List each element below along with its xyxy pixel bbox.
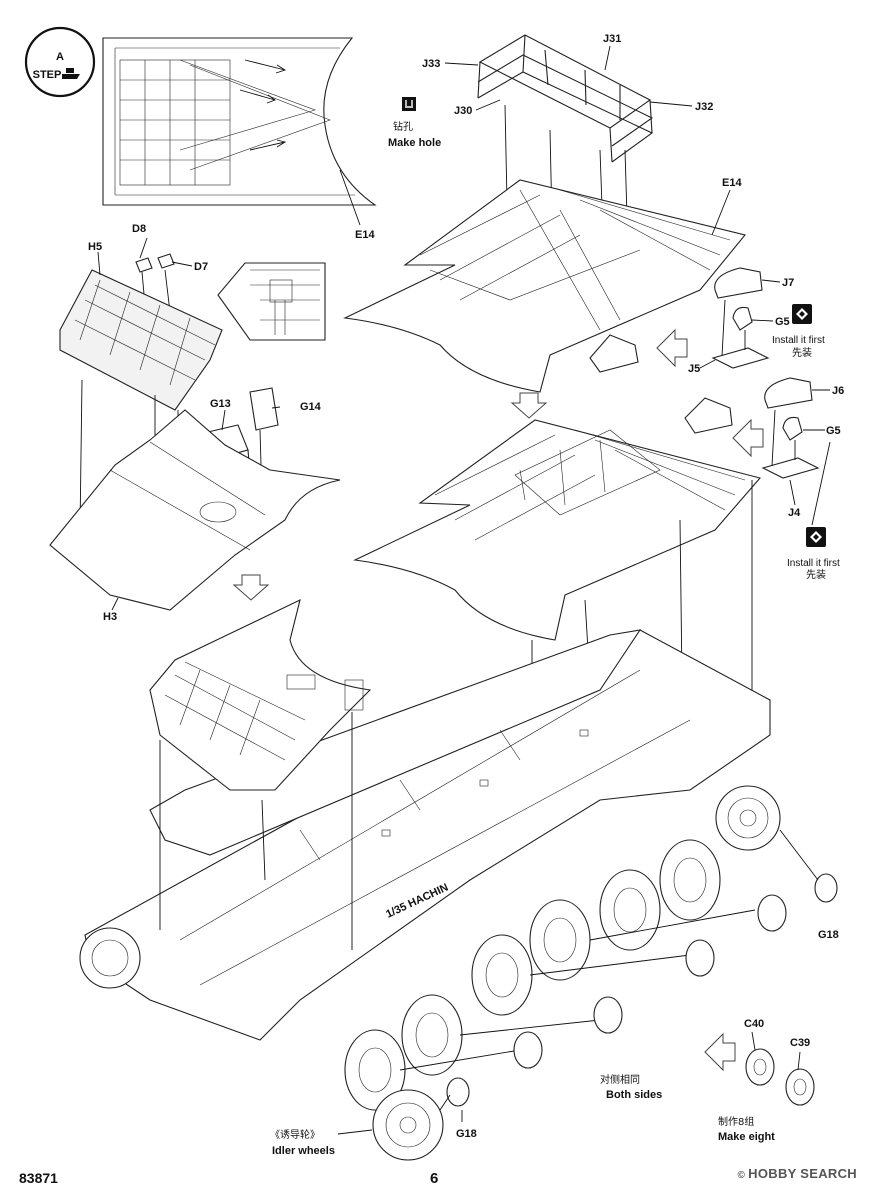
deck-e14-assembled xyxy=(353,419,761,761)
label-g14: G14 xyxy=(300,401,322,413)
page-number: 6 xyxy=(430,1170,439,1187)
step-label: STEP xyxy=(33,69,62,81)
label-make-eight-cn: 制作8组 xyxy=(718,1115,754,1128)
arrow-down-left xyxy=(232,574,270,601)
label-make-eight-en: Make eight xyxy=(718,1131,775,1143)
label-j6: J6 xyxy=(832,385,844,397)
label-j31: J31 xyxy=(603,33,621,45)
watermark-text: HOBBY SEARCH xyxy=(748,1166,857,1181)
arrow-down-centre xyxy=(510,392,548,419)
label-g5-b: G5 xyxy=(826,425,841,437)
label-idler-en: Idler wheels xyxy=(272,1145,335,1157)
label-both-sides-cn: 对侧相同 xyxy=(600,1073,640,1086)
label-install-b-cn: 先装 xyxy=(806,568,826,581)
arrow-left-upper xyxy=(656,328,688,368)
idler-wheel-front xyxy=(79,927,141,989)
label-j33: J33 xyxy=(422,58,440,70)
idler-wheel-lower xyxy=(372,1077,470,1161)
label-d7: D7 xyxy=(194,261,208,273)
step-letter: A xyxy=(56,51,64,63)
arrow-left-lower xyxy=(732,418,764,458)
label-idler-cn: 《诱导轮》 xyxy=(270,1128,320,1141)
label-g13: G13 xyxy=(210,398,231,410)
label-install-b-en: Install it first xyxy=(787,558,840,569)
copyright-symbol: © xyxy=(737,1170,746,1181)
label-drill-en: Make hole xyxy=(388,137,441,149)
label-j32: J32 xyxy=(695,101,713,113)
tires-exploded xyxy=(513,894,787,1069)
label-e14-right: E14 xyxy=(722,177,742,189)
label-j5: J5 xyxy=(688,363,700,375)
detail-inset xyxy=(217,262,326,341)
label-c39: C39 xyxy=(790,1037,810,1049)
label-install-a-en: Install it first xyxy=(772,335,825,346)
deck-front-assembled xyxy=(149,598,372,950)
label-j4: J4 xyxy=(788,507,801,519)
label-install-a-cn: 先装 xyxy=(792,346,812,359)
label-j7: J7 xyxy=(782,277,794,289)
label-j30: J30 xyxy=(454,105,472,117)
label-c40: C40 xyxy=(744,1018,764,1030)
drill-callout: 钻孔 Make hole xyxy=(388,97,441,149)
rack-j30-j33 xyxy=(477,34,654,291)
road-wheels xyxy=(344,839,756,1111)
label-g18-right: G18 xyxy=(818,929,839,941)
arrow-left-bottom xyxy=(704,1032,736,1072)
label-h3: H3 xyxy=(103,611,117,623)
install-first-badge-a xyxy=(792,304,812,324)
label-g5-a: G5 xyxy=(775,316,790,328)
label-h5: H5 xyxy=(88,241,102,253)
deck-h3 xyxy=(49,409,341,611)
label-e14-top: E14 xyxy=(355,229,375,241)
parts-c40-c39 xyxy=(745,1031,815,1106)
parts-d7-d8 xyxy=(135,237,193,313)
parts-j6-g5-j4 xyxy=(761,377,820,479)
watermark: ©HOBBY SEARCH xyxy=(738,1166,858,1181)
hatch-parts-centre xyxy=(589,334,733,434)
step-badge: A STEP xyxy=(24,26,96,98)
hull-main: 1/35 HACHIN xyxy=(84,629,771,1041)
label-g18-left: G18 xyxy=(456,1128,477,1140)
label-d8: D8 xyxy=(132,223,146,235)
tank-icon xyxy=(62,74,80,79)
label-drill-cn: 钻孔 xyxy=(393,120,413,133)
e14-underside-inset: E14 xyxy=(102,37,377,241)
kit-number: 83871 xyxy=(19,1170,58,1186)
deck-e14-upper: E14 xyxy=(343,177,746,393)
install-first-badge-b xyxy=(806,527,826,547)
label-both-sides-en: Both sides xyxy=(606,1089,662,1101)
drive-sprocket xyxy=(715,785,838,903)
parts-j7-g5-j5 xyxy=(711,267,770,369)
